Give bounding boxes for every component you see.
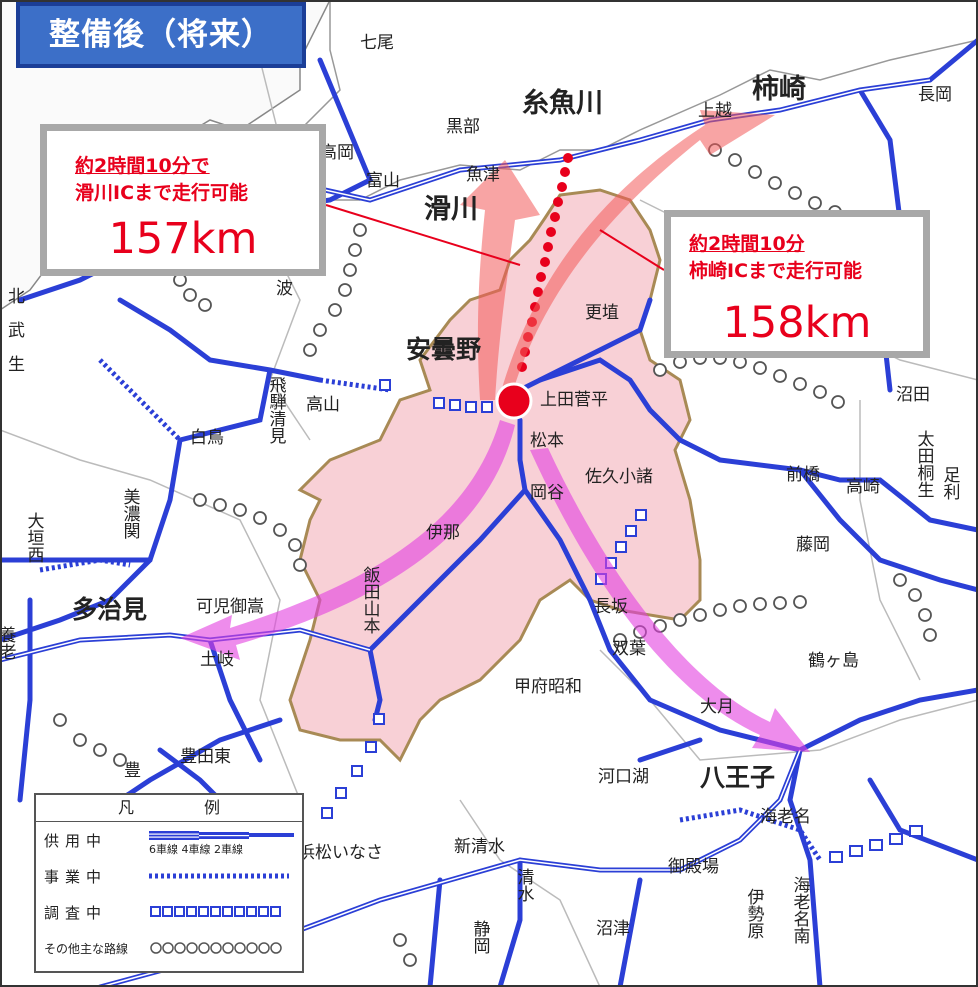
callout-kakizaki: 約2時間10分 柿崎ICまで走行可能 158km [664, 210, 930, 358]
label-gotemba: 御殿場 [668, 857, 719, 876]
label-nagaoka: 長岡 [918, 85, 952, 104]
callout-namerikawa: 約2時間10分で 滑川ICまで走行可能 157km [40, 124, 326, 276]
callout-namerikawa-time: 約2時間10分で [75, 155, 210, 177]
label-ota-kiryu: 太田桐生 [915, 430, 935, 498]
label-fujioka: 藤岡 [796, 535, 830, 554]
legend-symbol-under-construction [149, 863, 302, 889]
callout-leader-left [325, 204, 521, 266]
legend-symbol-other-routes [149, 935, 302, 961]
label-mino-seki: 美濃関 [121, 488, 141, 539]
arrow-to-tajimi [180, 420, 515, 660]
label-nanao: 七尾 [360, 33, 394, 52]
label-maebashi: 前橋 [786, 465, 820, 484]
label-itoigawa: 糸魚川 [522, 87, 603, 118]
label-ashikaga: 足利 [941, 466, 961, 500]
label-okaya: 岡谷 [530, 483, 564, 502]
label-tsurugashima: 鶴ヶ島 [808, 651, 859, 670]
legend-symbol-in-service: 6車線 4車線 2車線 [149, 827, 302, 856]
azumino-interchange-marker [495, 382, 533, 420]
arrow-to-namerikawa [460, 160, 540, 400]
vertical-place-labels: 飛騨清見 飯田山本 美濃関 大垣西 養老 太田桐生 足利 伊勢原 清水 静岡 海… [0, 376, 960, 955]
label-ina: 伊那 [426, 523, 460, 542]
label-tajimi: 多治見 [72, 595, 147, 624]
label-futaba: 双葉 [612, 639, 646, 658]
label-ogaki-nishi: 大垣西 [25, 512, 45, 563]
label-toyama: 富山 [366, 171, 400, 190]
legend-label-other-routes: その他主な路線 [44, 941, 129, 956]
legend-lane-labels: 6車線 4車線 2車線 [149, 843, 243, 856]
label-numata: 沼田 [896, 385, 930, 404]
callout-leader-right [599, 229, 665, 271]
callout-kakizaki-time: 約2時間10分 [689, 233, 805, 255]
legend-row-survey: 調査中 [36, 894, 302, 930]
callout-kakizaki-distance: 158km [722, 298, 872, 348]
circle-chain-icon [150, 942, 282, 954]
label-numazu: 沼津 [596, 919, 630, 938]
label-yoro: 養老 [0, 626, 16, 660]
page-title: 整備後（将来） [16, 2, 306, 68]
in-service-line-icon [149, 831, 294, 840]
label-isehara: 伊勢原 [745, 888, 765, 939]
label-kani-mitake: 可児御嵩 [196, 597, 264, 616]
label-hachioji: 八王子 [700, 764, 775, 792]
label-shimizu: 清水 [515, 868, 535, 902]
legend-row-other-routes: その他主な路線 [36, 930, 302, 966]
under-construction-lines [39, 358, 823, 862]
legend-header: 凡 例 [36, 795, 302, 822]
label-otsuki: 大月 [700, 697, 734, 716]
label-matsumoto: 松本 [530, 431, 564, 450]
label-kakizaki: 柿崎 [752, 73, 806, 104]
legend-row-under-construction: 事業中 [36, 858, 302, 894]
callout-namerikawa-desc: 滑川ICまで走行可能 [75, 182, 249, 204]
label-azumino: 安曇野 [406, 335, 481, 364]
label-shiratori: 白鳥 [190, 428, 224, 447]
label-take: 武 [8, 321, 25, 340]
label-hida-kiyomi: 飛騨清見 [267, 376, 287, 444]
legend-label-survey: 調査中 [44, 903, 108, 922]
label-ueda-sugadaira: 上田菅平 [540, 390, 608, 409]
label-ebina-minami: 海老名南 [791, 876, 811, 944]
label-saku-komoro: 佐久小諸 [585, 467, 653, 486]
legend-label-under-construction: 事業中 [44, 867, 108, 886]
label-kita: 北 [8, 287, 25, 306]
label-kurobe: 黒部 [446, 117, 480, 136]
label-hamamatsu-inasa: 浜松いなさ [298, 843, 383, 862]
label-joetsu: 上越 [698, 101, 732, 120]
label-toyota-higashi: 豊田東 [180, 747, 231, 766]
label-nami: 波 [276, 279, 293, 298]
label-shizuoka: 静岡 [471, 920, 491, 955]
label-namerikawa: 滑川 [424, 194, 478, 224]
label-uozu: 魚津 [466, 165, 500, 184]
label-shin-shimizu: 新清水 [454, 837, 505, 856]
legend-header-right: 例 [204, 798, 221, 817]
callout-kakizaki-desc: 柿崎ICまで走行可能 [689, 260, 863, 282]
label-toyo: 豊 [124, 761, 141, 780]
place-labels: 七尾 糸魚川 柿崎 長岡 黒部 高岡 魚津 富山 滑川 上越 波 北 武 生 高… [8, 33, 952, 938]
label-nagasaka: 長坂 [594, 597, 628, 616]
label-takaoka: 高岡 [320, 143, 354, 162]
label-kofu-showa: 甲府昭和 [514, 677, 582, 696]
legend-header-left: 凡 [117, 798, 134, 817]
label-ebina: 海老名 [760, 807, 811, 826]
callout-namerikawa-distance: 157km [108, 214, 258, 264]
label-sei: 生 [8, 355, 25, 374]
arrow-to-hachioji [530, 448, 810, 752]
legend-symbol-survey [149, 899, 302, 925]
map-legend: 凡 例 供用中 6車線 4車線 2車線 事業中 調査中 [34, 793, 304, 973]
label-kawaguchiko: 河口湖 [598, 767, 649, 786]
label-takayama: 高山 [306, 395, 340, 414]
label-koshoku: 更埴 [585, 303, 619, 322]
dotted-line-icon [149, 873, 289, 879]
legend-row-in-service: 供用中 6車線 4車線 2車線 [36, 822, 302, 858]
label-takasaki: 高崎 [846, 477, 880, 496]
label-toki: 土岐 [200, 650, 234, 669]
legend-label-in-service: 供用中 [44, 831, 108, 850]
square-chain-icon [150, 906, 281, 917]
other-route-circles [53, 143, 937, 967]
label-iida-yamamoto: 飯田山本 [361, 566, 381, 634]
